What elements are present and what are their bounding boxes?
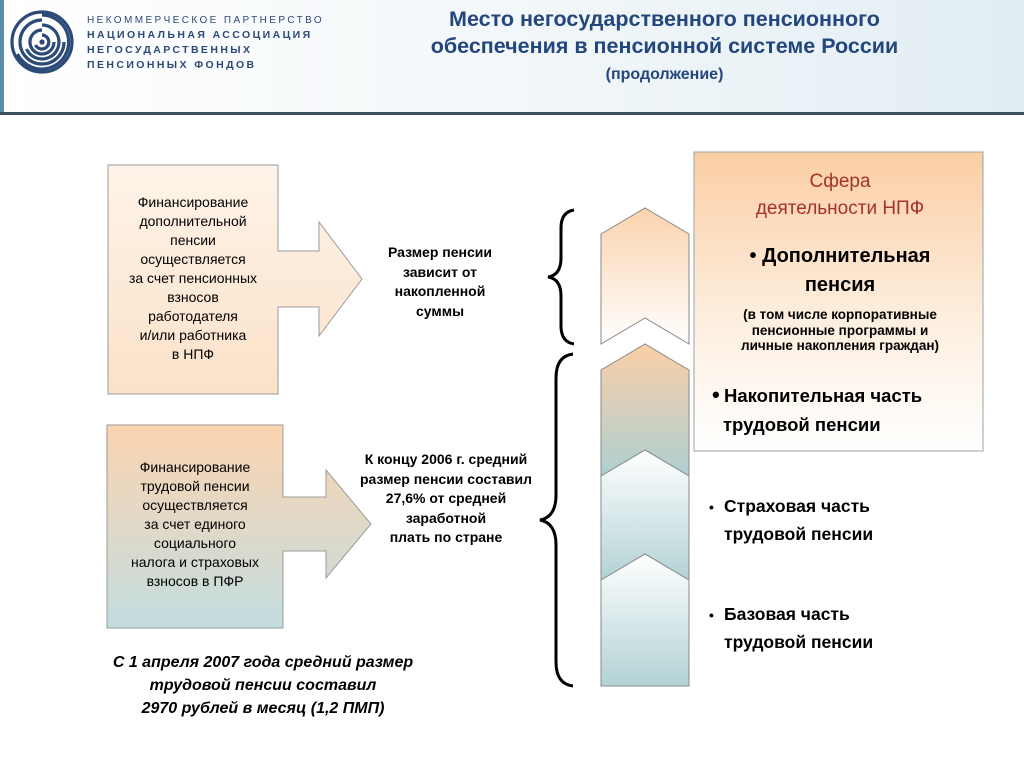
header-banner: НЕКОММЕРЧЕСКОЕ ПАРТНЕРСТВО НАЦИОНАЛЬНАЯ … [0,0,1024,115]
insurance-part-item: • Страховая часть трудовой пенсии [709,493,979,548]
text-line: дополнительной [139,213,247,229]
slide-subtitle: (продолжение) [605,66,724,83]
npf-title-line-2: деятельности НПФ [755,198,925,219]
npf-title-line-1: Сфера [809,171,871,192]
header-accent-stripe [0,0,4,112]
npf-funding-text: Финансирование дополнительной пенсии осу… [108,193,278,364]
text-line: Размер пенсии [387,244,492,260]
item-line: трудовой пенсии [723,414,881,435]
avg-pension-2006-note: К концу 2006 г. средний размер пенсии со… [338,450,554,548]
npf-activity-box [693,151,984,452]
text-line: взносов [167,289,219,305]
org-line-funds: ПЕНСИОННЫХ ФОНДОВ [87,59,257,71]
item-line: Накопительная часть [724,385,923,406]
text-line: за счет пенсионных [128,270,258,286]
association-logo [10,10,74,74]
additional-pension-note: (в том числе корпоративные пенсионные пр… [697,307,983,354]
bullet-icon: • [709,607,714,623]
text-line: 2970 рублей в месяц (1,2 ПМП) [141,700,385,717]
text-line: осуществляется [142,497,248,513]
text-line: К концу 2006 г. средний [364,451,528,467]
text-line: личные накопления граждан) [741,338,939,353]
text-line: за счет единого [144,516,246,532]
text-line: Финансирование [137,194,249,210]
text-line: С 1 апреля 2007 года средний размер [112,654,414,671]
item-line: пенсия [804,274,876,296]
text-line: трудовой пенсии [140,478,250,494]
text-line: взносов в ПФР [146,573,244,589]
text-line: (в том числе корпоративные [743,307,937,322]
pfr-funding-text: Финансирование трудовой пенсии осуществл… [107,458,283,591]
text-line: и/или работника [139,327,247,343]
slide-title-line-1: Место негосударственного пенсионного [449,7,880,31]
bullet-icon: • [709,499,714,515]
text-line: в НПФ [171,346,215,362]
text-line: пенсии [170,232,216,248]
pension-size-note: Размер пенсии зависит от накопленной сум… [364,243,516,321]
item-line: Страховая часть [724,496,870,516]
text-line: суммы [415,302,465,319]
text-line: заработной [405,509,487,526]
funded-part-item: •Накопительная часть трудовой пенсии [712,380,980,439]
slide-title: Место негосударственного пенсионного обе… [372,6,957,60]
text-line: Финансирование [139,459,251,475]
arrow-box-npf-funding [107,164,363,395]
base-part-item: • Базовая часть трудовой пенсии [709,601,979,656]
text-line: накопленной [394,283,486,299]
item-line: Базовая часть [724,604,850,624]
brace-large [539,352,574,688]
item-line: • Дополнительная [749,245,931,267]
text-line: работодателя [148,308,238,324]
brace-small [547,208,575,346]
additional-pension-item: • Дополнительная пенсия [697,242,983,300]
org-line-association: НАЦИОНАЛЬНАЯ АССОЦИАЦИЯ [87,29,313,41]
text-line: трудовой пенсии составил [149,677,377,694]
chevron-base-part [600,553,690,687]
text-line: размер пенсии составил [360,470,532,487]
text-line: зависит от [403,263,477,280]
item-line: трудовой пенсии [724,632,874,652]
text-line: плать по стране [389,529,503,545]
arrow-box-pfr-funding [106,424,372,629]
pension-2007-note: С 1 апреля 2007 года средний размер труд… [58,651,468,720]
bullet-icon: • [712,382,720,407]
text-line: социального [153,535,237,551]
text-line: осуществляется [140,251,246,267]
org-line-nonstate: НЕГОСУДАРСТВЕННЫХ [87,44,253,56]
chevron-additional-pension [600,207,690,345]
text-line: 27,6% от средней [385,490,507,506]
slide-title-line-2: обеспечения в пенсионной системе России [430,34,899,58]
npf-box-title: Сфера деятельности НПФ [697,168,983,222]
item-line: трудовой пенсии [724,524,874,544]
org-line-partnership: НЕКОММЕРЧЕСКОЕ ПАРТНЕРСТВО [87,15,325,26]
text-line: налога и страховых [131,554,259,570]
text-line: пенсионные программы и [751,322,929,338]
